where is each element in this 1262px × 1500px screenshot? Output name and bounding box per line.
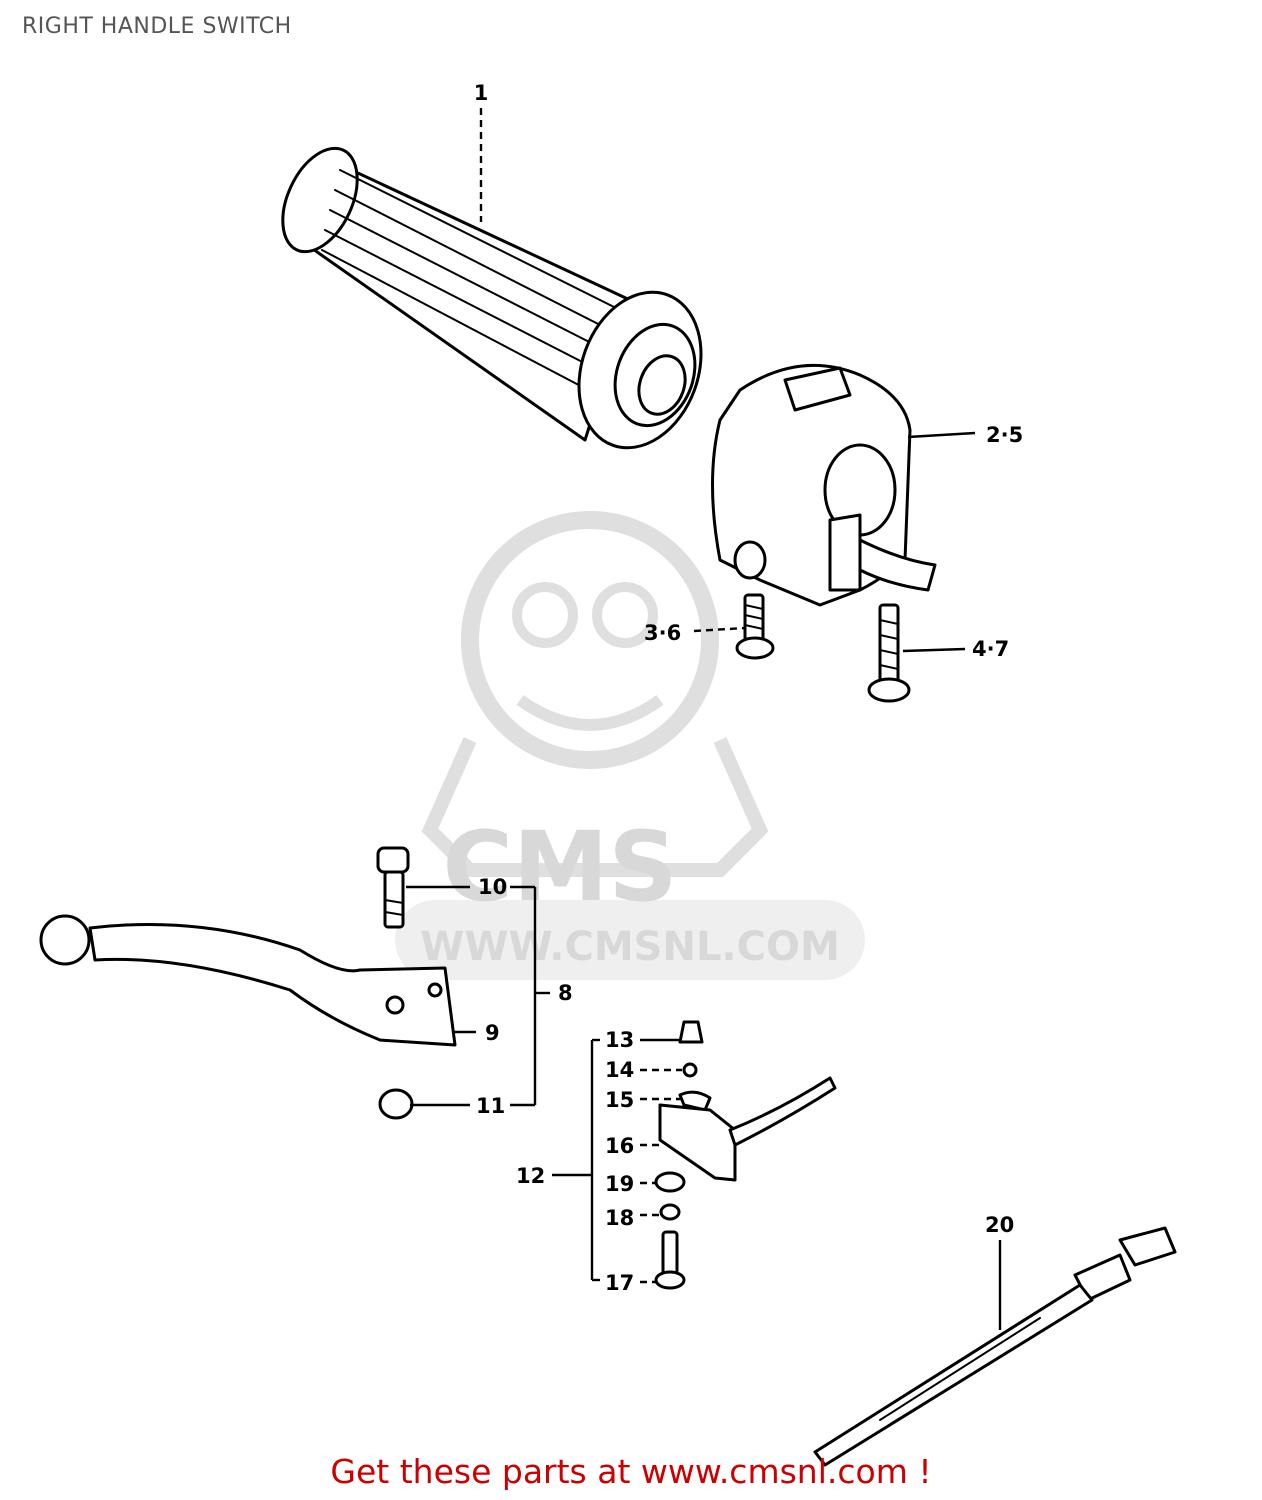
callout-12: 12 [516,1164,545,1188]
brake-light-switch [654,1020,837,1290]
screw-long [867,603,911,703]
callout-9: 9 [485,1021,500,1045]
callout-4-7: 4·7 [972,637,1009,661]
callout-17: 17 [605,1271,634,1295]
callout-13: 13 [605,1028,634,1052]
pivot-bolt [376,846,410,929]
callout-8: 8 [558,981,573,1005]
switch-housing [711,363,937,607]
leader-lines [406,108,1002,1330]
lever-nut [378,1088,414,1120]
callout-18: 18 [605,1206,634,1230]
callout-labels: 1 2·5 3·6 4·7 8 9 10 11 12 13 14 15 16 1… [474,81,1024,1295]
callout-20: 20 [985,1213,1014,1237]
callout-14: 14 [605,1058,634,1082]
footer-link[interactable]: Get these parts at www.cmsnl.com ! [330,1452,932,1491]
callout-2-5: 2·5 [986,423,1023,447]
callout-16: 16 [605,1134,634,1158]
callout-15: 15 [605,1088,634,1112]
watermark-brand: CMS [442,811,677,923]
handlebar-grip [281,146,703,450]
page-title: RIGHT HANDLE SWITCH [22,14,292,39]
callout-10: 10 [478,875,507,899]
screw-short [735,593,775,660]
cable-tie [813,1226,1177,1467]
callout-1: 1 [474,81,489,105]
cms-watermark: CMS WWW.CMSNL.COM [395,511,865,980]
watermark-url: WWW.CMSNL.COM [420,924,840,970]
callout-19: 19 [605,1172,634,1196]
callout-3-6: 3·6 [644,621,681,645]
callout-11: 11 [476,1094,505,1118]
brake-lever [39,914,457,1047]
